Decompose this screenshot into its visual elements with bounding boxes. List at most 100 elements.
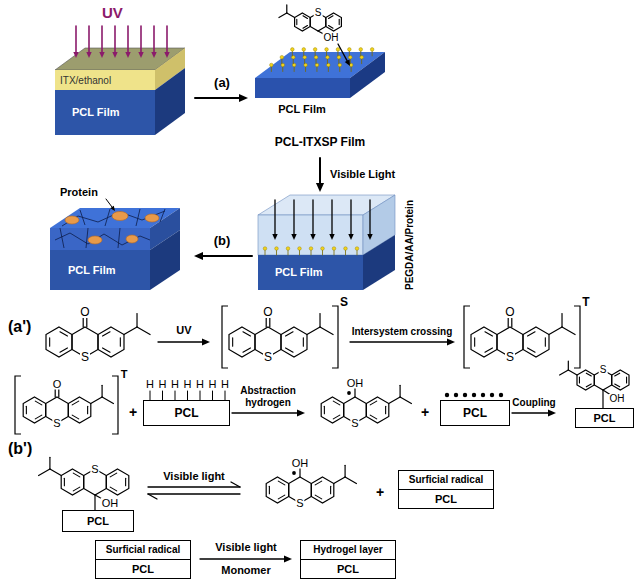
process-arrow-head — [194, 252, 203, 260]
double-bond — [103, 332, 110, 336]
double-bond — [315, 481, 321, 485]
ring-bond — [266, 477, 289, 503]
double-bond — [60, 332, 67, 336]
double-bond — [333, 401, 339, 405]
reaction-arrow — [512, 412, 549, 413]
panel-label: (a') — [8, 318, 31, 336]
uv-arrow-head — [138, 52, 143, 58]
ring-bond — [61, 469, 83, 495]
reaction-arrow — [158, 341, 203, 342]
ring-bond — [577, 370, 594, 390]
initiator-pin — [345, 250, 346, 255]
ring-bond — [366, 397, 389, 423]
layer-label: ITX/ethanol — [60, 75, 111, 87]
plus-sign: + — [129, 404, 137, 420]
state-label: T — [582, 296, 589, 310]
atom-symbol: OH — [346, 378, 365, 389]
isopropyl-bond — [137, 327, 150, 335]
uv-arrow — [166, 26, 168, 53]
initiator-pin — [293, 59, 294, 64]
uv-arrow-head — [125, 52, 130, 58]
radical-dot — [454, 393, 458, 397]
film-label: PCL Film — [278, 103, 325, 116]
double-bond — [485, 348, 492, 352]
pcl-film-side — [350, 52, 385, 98]
initiator-pin — [326, 51, 327, 56]
double-bond — [339, 19, 340, 24]
arrow-label: Coupling — [512, 397, 555, 409]
bracket — [222, 306, 228, 368]
process-arrow — [319, 158, 321, 184]
double-bond — [329, 26, 333, 29]
surface-bond — [200, 391, 201, 400]
double-bond — [303, 26, 307, 29]
atom-symbol: H — [220, 379, 230, 390]
double-bond — [243, 348, 250, 352]
double-bond — [278, 495, 284, 499]
double-bond — [72, 401, 78, 405]
double-bond — [286, 332, 293, 336]
initiator-pin — [350, 59, 351, 64]
uv-arrow — [153, 26, 155, 53]
initiator-pin — [328, 67, 329, 72]
double-bond — [528, 332, 535, 336]
initiator-pin-head — [325, 48, 329, 52]
pcl-box: PCL — [143, 400, 230, 426]
light-arrow-head — [272, 234, 277, 240]
ring-bond — [326, 13, 342, 31]
box-text: PCL — [301, 560, 395, 578]
equilibrium-arrow — [148, 493, 240, 494]
light-label: Visible Light — [330, 168, 395, 181]
state-label: T — [121, 368, 128, 381]
pointer-arrow-head — [110, 206, 115, 211]
uv-arrow-head — [112, 52, 117, 58]
isopropyl-bond — [334, 477, 345, 484]
isopropyl-bond — [49, 457, 50, 469]
process-arrow-head — [239, 94, 248, 102]
isopropyl-bond — [549, 327, 562, 335]
double-bond — [60, 348, 67, 352]
isopropyl-bond — [568, 361, 569, 370]
light-arrow-head — [367, 234, 372, 240]
double-bond — [615, 384, 620, 387]
atom-symbol: H — [195, 379, 205, 390]
uv-arrow — [127, 26, 129, 53]
initiator-pin-head — [302, 48, 306, 52]
initiator-pin-head — [313, 48, 317, 52]
uv-arrow — [101, 26, 103, 53]
double-bond — [329, 16, 333, 19]
ring-bond — [612, 370, 629, 390]
light-arrow — [369, 200, 370, 235]
light-arrow-head — [348, 234, 353, 240]
double-bond — [586, 373, 591, 376]
bracket — [112, 376, 118, 434]
process-arrow-head — [316, 183, 324, 192]
pcl-film-side — [363, 235, 395, 290]
initiator-pin — [311, 250, 312, 255]
box-text: PCL — [576, 409, 633, 427]
atom-symbol: S — [90, 464, 99, 475]
film-label: PCL Film — [72, 106, 119, 119]
layer-stack-box: Surficial radicalPCL — [398, 470, 494, 509]
isopropyl-bond — [345, 477, 356, 484]
panel-label: (b') — [8, 440, 32, 458]
double-bond — [286, 348, 293, 352]
pcl-film-side — [155, 68, 185, 135]
double-bond — [296, 19, 297, 24]
initiator-pin — [292, 51, 293, 56]
atom-symbol: OH — [609, 394, 626, 404]
double-bond — [269, 486, 270, 493]
double-bond — [73, 473, 79, 477]
atom-symbol: S — [314, 8, 323, 18]
initiator-pin-head — [332, 247, 336, 251]
film-label: PCL-ITXSP Film — [275, 136, 365, 150]
atom-symbol: H — [158, 379, 168, 390]
atom-symbol: OH — [291, 458, 310, 469]
bracket — [15, 376, 21, 434]
reaction-arrow-head — [202, 338, 210, 345]
uv-arrow — [114, 26, 116, 53]
initiator-pin — [361, 59, 362, 64]
uv-arrow — [75, 26, 77, 53]
initiator-pin — [339, 67, 340, 72]
double-bond — [73, 487, 79, 491]
